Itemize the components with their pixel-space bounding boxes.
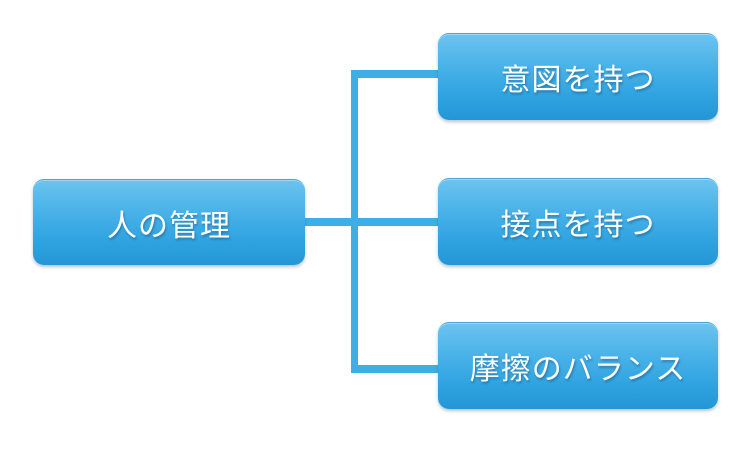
diagram-node-child-friction-balance[interactable]: 摩擦のバランス — [438, 322, 718, 409]
diagram-node-child-intention-label: 意図を持つ — [500, 64, 656, 97]
connector-branch-bottom — [351, 365, 438, 373]
diagram-node-child-intention[interactable]: 意図を持つ — [438, 33, 718, 120]
diagram-node-child-friction-balance-label: 摩擦のバランス — [469, 353, 687, 386]
diagram-node-root-label: 人の管理 — [107, 209, 231, 243]
diagram-node-child-contact-label: 接点を持つ — [500, 209, 656, 242]
connector-branch-top — [351, 70, 438, 78]
diagram-node-root[interactable]: 人の管理 — [33, 179, 305, 265]
connector-branch-middle — [305, 218, 438, 226]
diagram-node-child-contact[interactable]: 接点を持つ — [438, 178, 718, 265]
